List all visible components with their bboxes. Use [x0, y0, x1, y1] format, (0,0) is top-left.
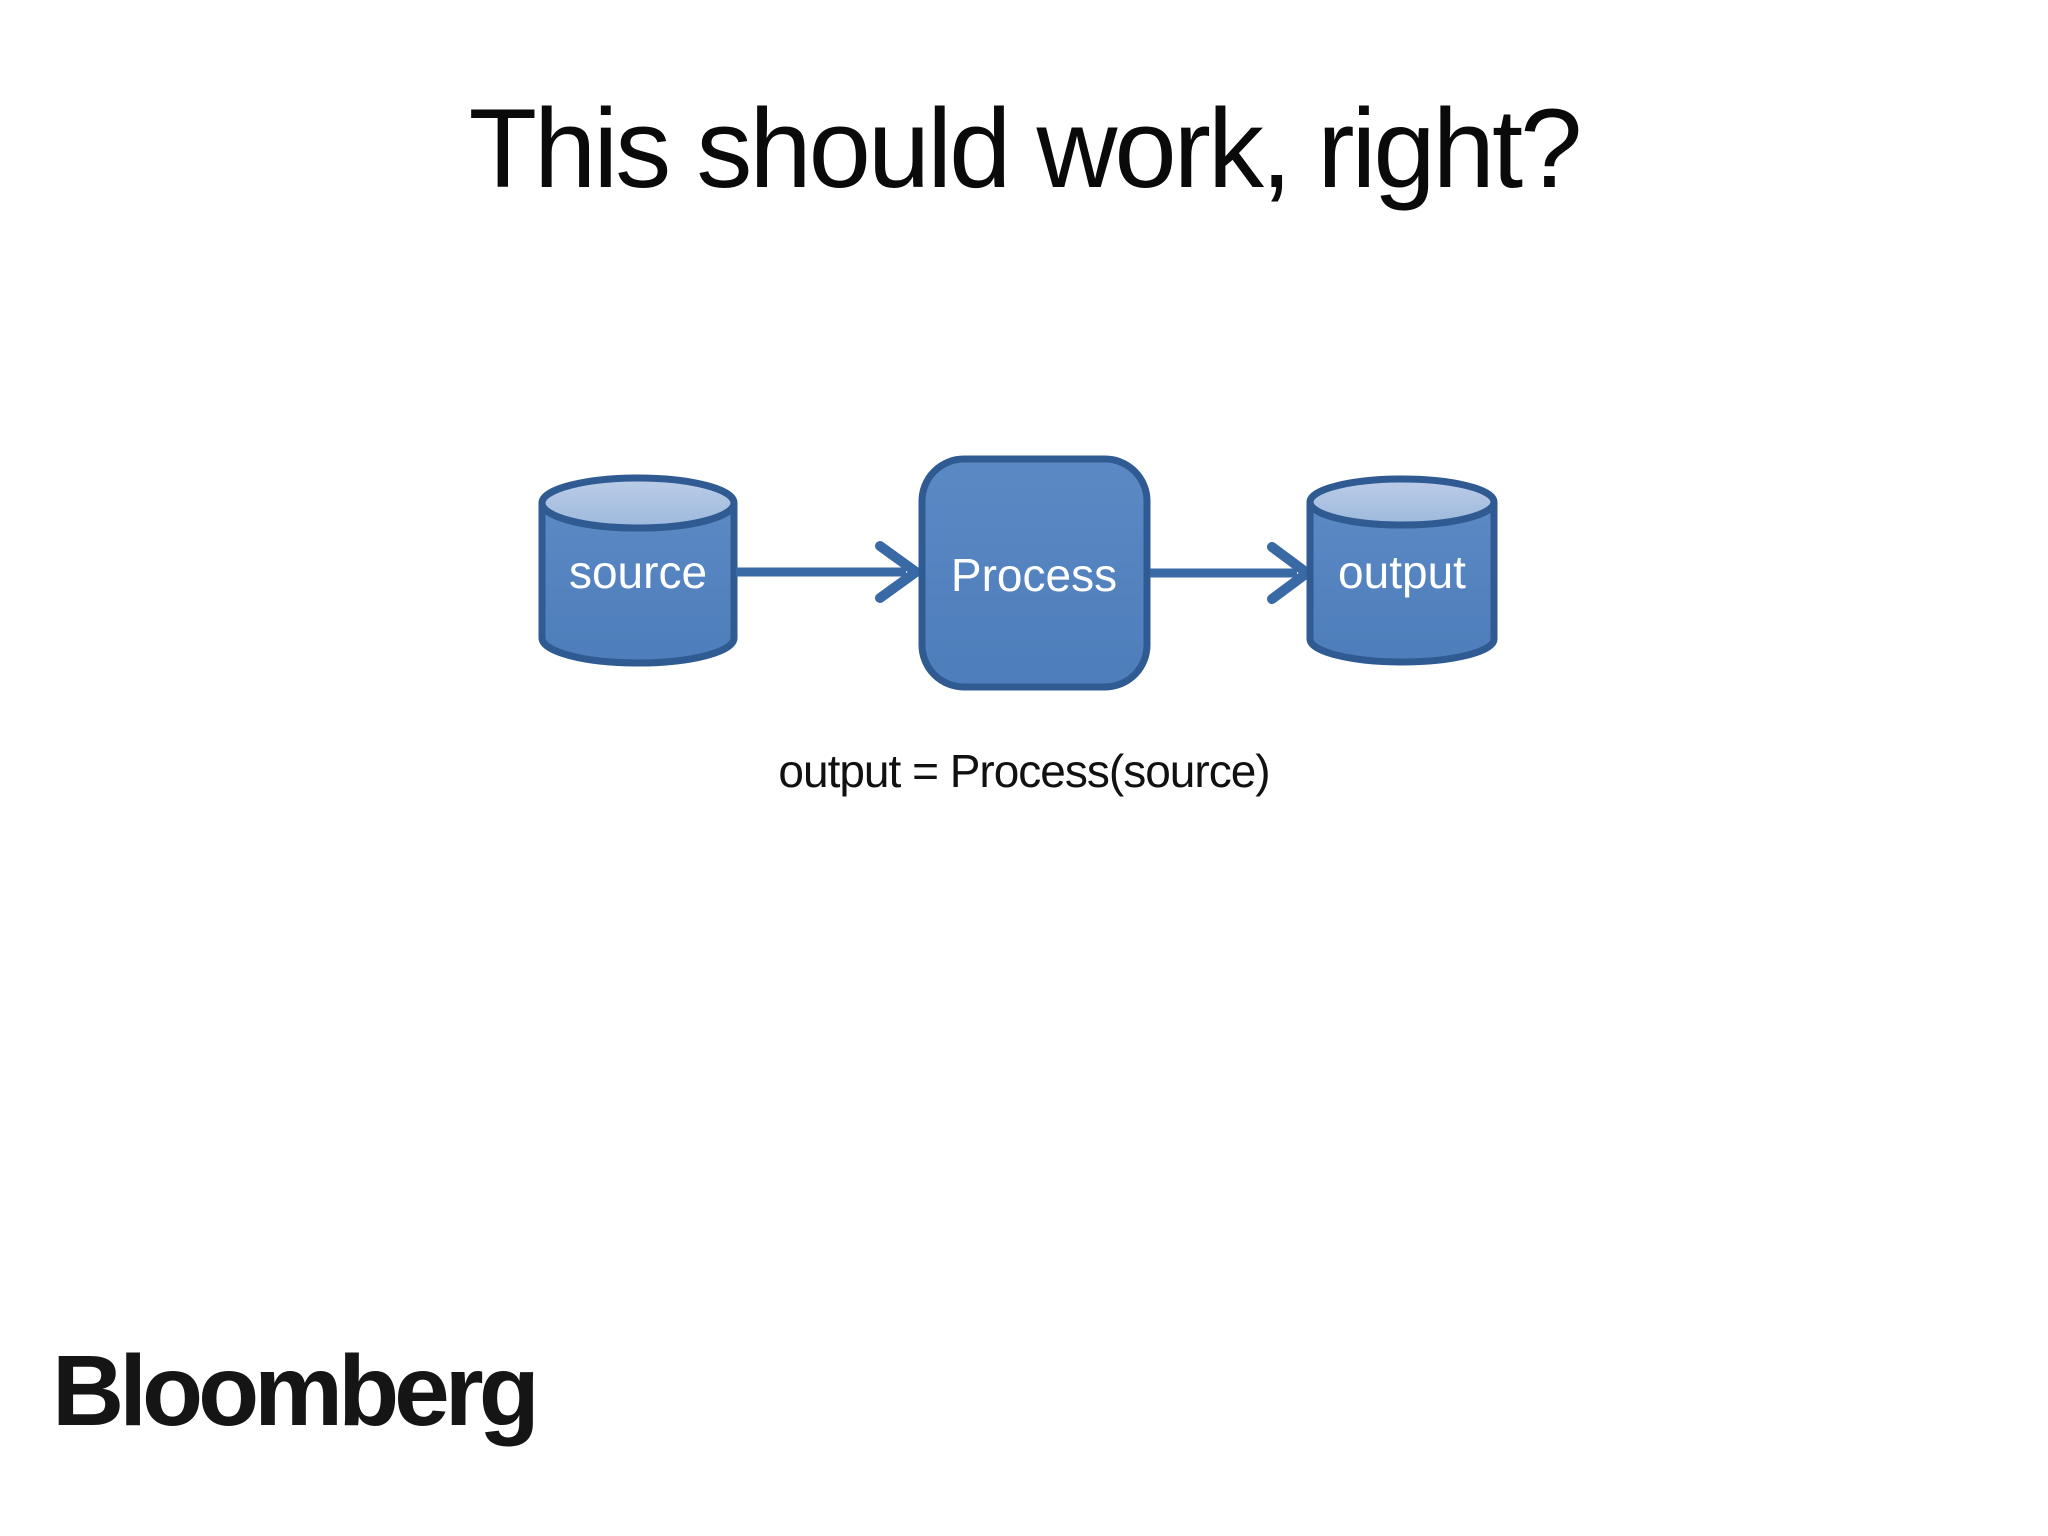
process-node-box	[918, 455, 1151, 691]
bloomberg-logo: Bloomberg	[52, 1335, 540, 1447]
arrow-source-to-process-head	[875, 541, 925, 603]
output-cylinder-top	[1306, 475, 1498, 529]
process-node-label: Process	[951, 549, 1117, 601]
source-cylinder-node: source	[538, 474, 738, 667]
output-cylinder-node: output	[1306, 475, 1498, 666]
source-cylinder-top	[538, 474, 738, 532]
slide-title: This should work, right?	[468, 86, 1583, 211]
output-node-label: output	[1338, 546, 1466, 598]
arrow-source-to-process	[736, 541, 925, 603]
source-node-label: source	[569, 546, 707, 598]
arrow-process-to-output	[1150, 542, 1316, 604]
process-node: Process	[918, 455, 1151, 691]
formula-text: output = Process(source)	[778, 745, 1270, 797]
